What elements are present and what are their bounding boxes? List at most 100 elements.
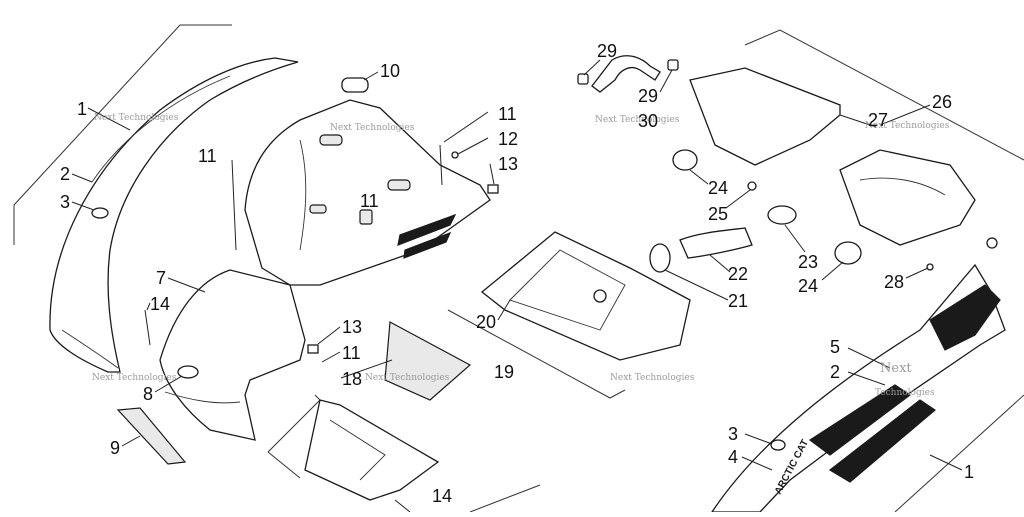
callout-14: 14 [432,486,452,506]
hood-opening-3 [309,204,327,214]
left-side-panel-group [13,24,299,373]
callout-25: 25 [708,204,728,224]
upper-hood-group [244,77,491,286]
mesh-screen-part-9 [116,407,187,465]
callout-7: 7 [156,268,166,288]
callout-18: 18 [342,369,362,389]
lower-front-contour [329,419,386,481]
hood-contour-line [299,139,307,251]
screw-part-11b [439,144,443,186]
nose-emblem-part-8 [177,365,199,379]
nose-grille-line [164,391,241,404]
hood-opening-2 [387,179,411,191]
leader-22 [709,254,731,273]
fasteners-group [144,144,499,513]
watermarks: Next Technologies Next Technologies Next… [92,113,950,398]
callout-2: 2 [830,362,840,382]
lower-front-frame-bottom [267,451,301,479]
leader-12 [457,137,489,155]
intake-duct-part-27 [689,67,841,166]
right-panel-stripe-1 [808,384,912,456]
right-panel-emblem [770,439,786,451]
callout-13: 13 [342,317,362,337]
intake-housing-contour [859,177,946,196]
washer-part-25 [747,181,757,191]
callouts: 1 2 3 7 8 9 10 11 11 11 11 12 13 13 14 1… [60,41,974,506]
hood-opening-1 [319,134,343,146]
callout-12: 12 [498,129,518,149]
callout-29: 29 [638,86,658,106]
right-panel-frame [894,394,1024,513]
leader-25 [725,189,751,209]
callout-27: 27 [868,110,888,130]
leader-4 [741,456,773,471]
leader-1a [87,107,131,131]
leader-29b [659,69,673,93]
watermark-3: Next Technologies [595,115,680,125]
leader-14a [146,302,151,311]
callout-11: 11 [498,104,517,124]
watermark-8: Next [880,361,912,376]
right-side-panel-group: ARCTIC CAT [710,263,1024,513]
seal-part-24b [834,241,862,265]
intake-housing-group [577,29,1024,271]
callout-24: 24 [708,178,728,198]
watermark-9: Technologies [875,388,935,398]
clamp-part-29b [667,59,679,71]
watermark-7: Next Technologies [610,373,695,383]
callout-21: 21 [728,291,748,311]
callout-14: 14 [150,294,170,314]
callout-5: 5 [830,337,840,357]
callout-4: 4 [728,447,738,467]
callout-20: 20 [476,312,496,332]
airbox-frame [447,309,626,399]
leader-3b [744,433,773,445]
windshield-insert-part-18 [384,321,472,401]
air-box [480,231,691,361]
screw-part-14a [144,309,151,346]
leader-9 [121,435,141,447]
callout-11: 11 [342,343,361,363]
leader-21 [664,269,729,301]
coupler-part-21 [649,243,671,273]
right-panel-dark-section [929,284,1001,351]
watermark-4: Next Technologies [865,121,950,131]
leader-11d [321,351,341,363]
left-panel-bottom-line [61,329,119,369]
upper-hood [244,99,491,286]
leader-24b [821,261,844,281]
callout-8: 8 [143,384,153,404]
watermark-2: Next Technologies [330,123,415,133]
right-side-panel [710,263,1006,513]
hose-part-30 [591,55,661,93]
left-panel-emblem [91,207,109,219]
callout-11: 11 [198,146,217,166]
lower-front-panel [304,399,440,501]
callout-13: 13 [498,154,518,174]
leader-10 [363,71,379,81]
callout-11: 11 [360,191,379,211]
clamp-part-23 [767,205,797,225]
right-panel-stripe-2 [828,399,936,483]
leader-7 [167,277,206,293]
leader-13b [317,326,341,345]
grommet-part-10 [341,77,369,93]
callout-1: 1 [964,462,974,482]
nut-part-13a [487,184,499,194]
intake-tube-part-22 [679,227,753,259]
airbox-group [447,231,691,399]
callout-2: 2 [60,164,70,184]
leader-20 [497,299,511,321]
hood-vent-stripe-1 [397,213,457,246]
leader-26 [879,104,931,126]
clip-part-12 [451,151,459,159]
air-box-inner [509,249,626,331]
leader-lines [71,59,963,471]
watermark-6: Next Technologies [365,373,450,383]
leader-8 [154,375,183,393]
leader-1b [929,454,963,471]
lower-front-group [267,321,541,513]
lower-front-frame-right [469,484,541,513]
hood-clip [359,209,373,225]
